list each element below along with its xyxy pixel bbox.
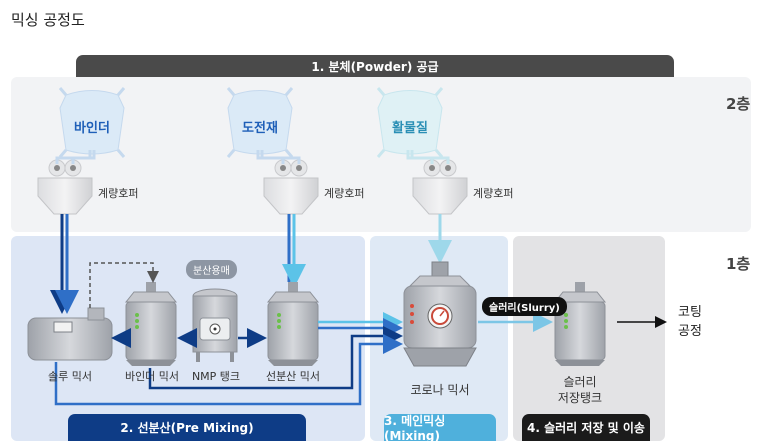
weighing-hopper-icon xyxy=(263,159,319,215)
binder-mixer-label: 바인더 믹서 xyxy=(124,370,180,383)
nmp-tank-icon xyxy=(192,288,238,362)
powder-bag-icon xyxy=(226,87,294,158)
powder-label-conductive: 도전재 xyxy=(242,121,278,136)
slurry-tank-icon xyxy=(553,282,607,366)
solution-mixer-label: 솔루 믹서 xyxy=(48,370,92,383)
slurry-tank-label-2: 저장탱크 xyxy=(557,391,603,405)
slurry-tank-label-1: 슬러리 xyxy=(563,375,597,389)
powder-label-binder: 바인더 xyxy=(74,121,110,136)
binder-mixer-icon xyxy=(124,282,178,366)
stage-pre-mixing: 2. 선분산(Pre Mixing) xyxy=(68,414,306,441)
powder-label-active: 활물질 xyxy=(392,121,428,136)
predispersion-mixer-label: 선분산 믹서 xyxy=(265,370,321,383)
coating-process-label: 코팅 공정 xyxy=(678,303,702,341)
solution-mixer-icon xyxy=(27,307,113,361)
hopper-label: 계량호퍼 xyxy=(324,187,365,200)
lower-floor-label: 1층 xyxy=(726,255,751,273)
powder-bag-icon xyxy=(58,87,126,158)
stage-slurry-storage: 4. 슬러리 저장 및 이송 xyxy=(522,414,650,441)
powder-supply-banner: 1. 분체(Powder) 공급 xyxy=(76,55,674,77)
corona-mixer-icon xyxy=(403,261,477,367)
nmp-tank-label: NMP 탱크 xyxy=(191,370,241,383)
powder-bag-icon xyxy=(376,87,444,158)
predispersion-mixer-icon xyxy=(266,282,320,366)
page-title: 믹싱 공정도 xyxy=(11,11,85,29)
hopper-label: 계량호퍼 xyxy=(98,187,139,200)
coating-line-1: 코팅 xyxy=(678,305,702,320)
corona-mixer-label: 코로나 믹서 xyxy=(410,383,470,397)
upper-floor-label: 2층 xyxy=(726,95,751,113)
hopper-label: 계량호퍼 xyxy=(473,187,514,200)
coating-line-2: 공정 xyxy=(678,324,702,339)
stage-main-mixing: 3. 메인믹싱(Mixing) xyxy=(384,414,496,443)
weighing-hopper-icon xyxy=(412,159,468,215)
solvent-pill: 분산용매 xyxy=(186,260,237,279)
weighing-hopper-icon xyxy=(37,159,93,215)
slurry-pill: 슬러리(Slurry) xyxy=(482,297,567,316)
